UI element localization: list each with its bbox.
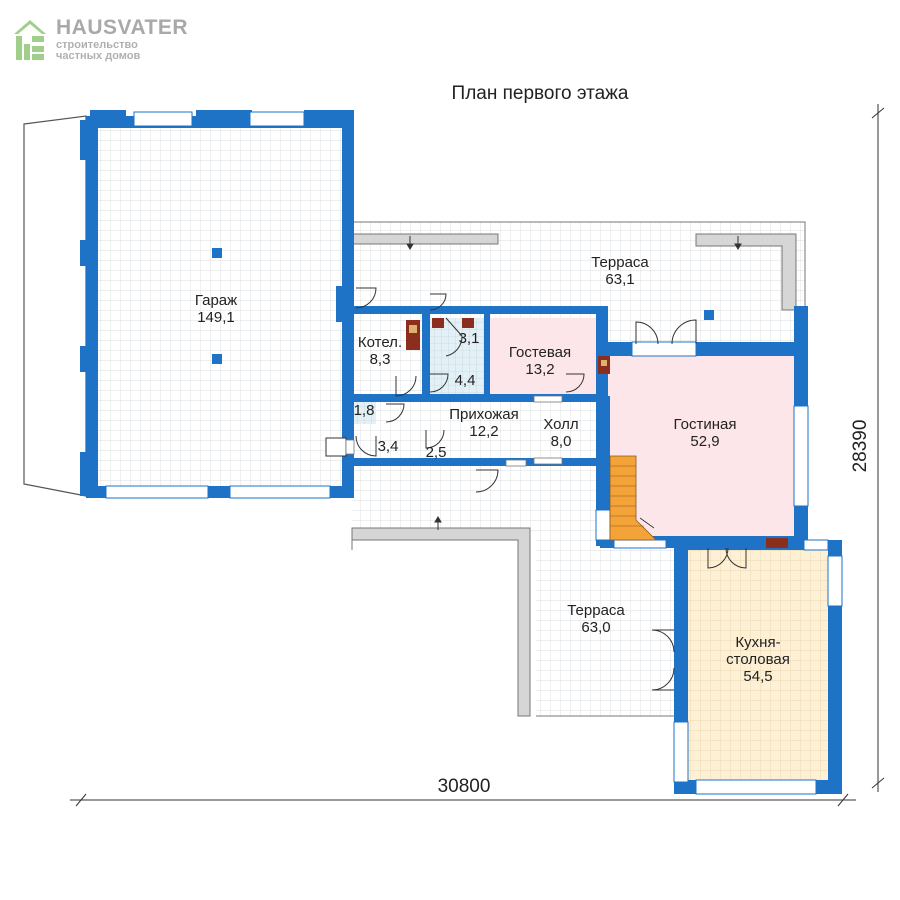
- room-bath-b: 4,4: [448, 372, 482, 389]
- plan-title: План первого этажа: [451, 83, 629, 104]
- room-area: 3,4: [377, 438, 399, 455]
- room-terrace-south: Терраса 63,0: [546, 602, 646, 636]
- room-area: 149,1: [197, 309, 235, 326]
- openings: [345, 395, 563, 467]
- staircase: [609, 455, 657, 541]
- room-area: 3,1: [458, 330, 480, 347]
- room-name: Гостиная: [673, 416, 737, 433]
- brand-tagline-2: частных домов: [56, 50, 141, 62]
- windows: [105, 111, 843, 795]
- room-kitchen: Кухня- столовая 54,5: [706, 634, 810, 685]
- room-area: 13,2: [525, 361, 555, 378]
- room-boiler: Котел. 8,3: [350, 334, 410, 368]
- room-name: Прихожая: [449, 406, 519, 423]
- room-area: 54,5: [743, 668, 773, 685]
- room-area: 8,3: [369, 351, 391, 368]
- brand-tagline-1: строительство: [56, 39, 138, 51]
- room-closet-b: 2,5: [420, 444, 452, 461]
- brand-name: HAUSVATER: [56, 16, 189, 39]
- room-name: Терраса: [567, 602, 625, 619]
- slope-arrows: [406, 236, 742, 530]
- room-bath-a: 3,1: [452, 330, 486, 347]
- garage-canopy: [23, 115, 87, 497]
- room-area: 12,2: [469, 423, 499, 440]
- room-hall: Холл 8,0: [538, 416, 584, 450]
- room-area: 63,1: [605, 271, 635, 288]
- dimension-depth: 28390: [850, 419, 871, 473]
- dimension-width: 30800: [437, 776, 491, 797]
- room-name: Гараж: [194, 292, 238, 309]
- house-logo-icon: [14, 20, 46, 60]
- brand-logo: HAUSVATER строительство частных домов: [10, 14, 210, 64]
- room-area: 8,0: [550, 433, 572, 450]
- room-area: 63,0: [581, 619, 611, 636]
- room-area: 2,5: [425, 444, 447, 461]
- room-vestibule: 3,4: [372, 438, 404, 455]
- fixtures: [406, 318, 788, 548]
- room-closet-a: 1,8: [350, 402, 378, 419]
- room-name: Котел.: [357, 334, 403, 351]
- room-living: Гостиная 52,9: [650, 416, 760, 450]
- dimension-lines: [70, 104, 885, 807]
- room-terrace-north: Терраса 63,1: [570, 254, 670, 288]
- room-name: Гостевая: [508, 344, 572, 361]
- room-guest: Гостевая 13,2: [488, 344, 592, 378]
- room-garage: Гараж 149,1: [166, 292, 266, 326]
- terrace-outlines: [351, 221, 806, 717]
- room-area: 1,8: [353, 402, 375, 419]
- room-name: Кухня-: [735, 634, 781, 651]
- room-area: 4,4: [454, 372, 476, 389]
- room-entry-hall: Прихожая 12,2: [436, 406, 532, 440]
- room-area: 52,9: [690, 433, 720, 450]
- doors: [325, 287, 747, 691]
- room-name: Холл: [543, 416, 579, 433]
- room-name-line2: столовая: [726, 651, 790, 668]
- room-name: Терраса: [591, 254, 649, 271]
